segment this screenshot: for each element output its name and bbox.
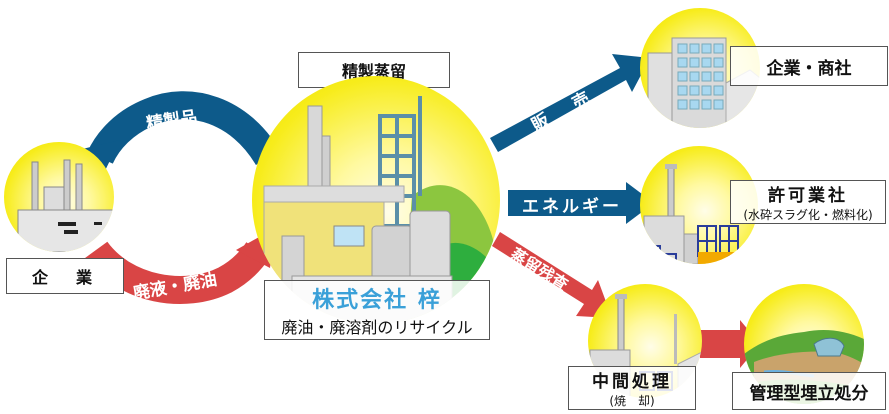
licensed-sublabel: (水砕スラグ化・燃料化) xyxy=(743,208,873,222)
intermediate-label-text: 中間処理 xyxy=(592,372,672,392)
plant-icon xyxy=(643,164,739,264)
intermediate-sublabel: (焼 却) xyxy=(609,394,655,408)
client-label-text: 企 業 xyxy=(31,268,98,287)
arrow-up-right-icon xyxy=(490,54,650,152)
licensed-label: 許可業社 (水砕スラグ化・燃料化) xyxy=(730,180,886,224)
intermediate-label: 中間処理 (焼 却) xyxy=(568,366,696,410)
factory-icon xyxy=(17,159,114,252)
client-label: 企 業 xyxy=(6,258,124,294)
company-name: 株式会社 梓 xyxy=(312,288,442,313)
arrow-right-icon xyxy=(508,182,654,224)
landfill-label: 管理型埋立処分 xyxy=(732,372,886,410)
client-circle xyxy=(4,142,114,252)
energy-label: エネルギー xyxy=(522,197,622,217)
company-subtitle: 廃油・廃溶剤のリサイクル xyxy=(281,318,473,337)
trading-label: 企業・商社 xyxy=(730,46,888,86)
licensed-label-text: 許可業社 xyxy=(768,186,848,206)
arrow-down-right-icon xyxy=(492,232,612,318)
trading-label-text: 企業・商社 xyxy=(766,58,852,79)
licensed-circle xyxy=(640,146,758,264)
landfill-label-text: 管理型埋立処分 xyxy=(749,383,869,404)
center-label: 株式会社 梓 廃油・廃溶剤のリサイクル xyxy=(264,280,490,340)
